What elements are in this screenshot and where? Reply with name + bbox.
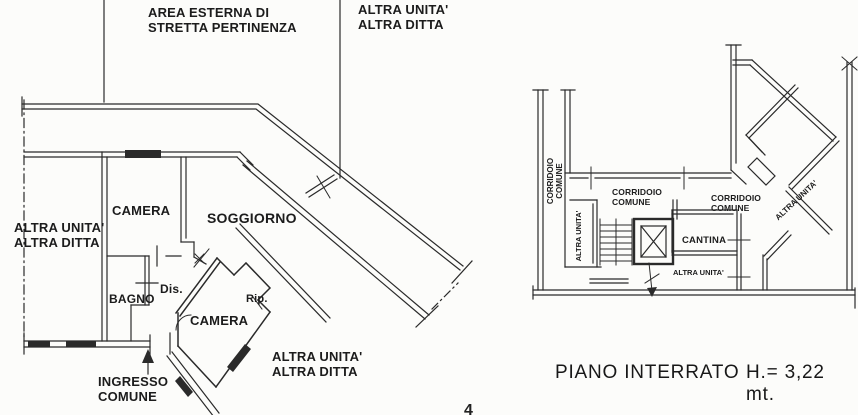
window-marker [66,341,96,347]
label-altra-unita-bottom: ALTRA UNITA' ALTRA DITTA [272,349,363,379]
entrance-arrow [142,349,154,375]
left-plan-walls [21,0,473,415]
caption-floor-height: H.= 3,22 mt. [746,362,825,405]
room-label-cantina: CANTINA [682,235,727,246]
label-corridoio-comune-vertical: CORRIDOIO COMUNE [546,157,564,205]
window-marker [175,376,193,397]
window-marker [28,341,50,347]
window-marker [227,344,251,372]
room-label-rip: Rip. [246,293,268,305]
label-altra-unita-vertical: ALTRA UNITA' [573,210,583,262]
caption-floor-title: PIANO INTERRATO [555,362,740,383]
room-label-soggiorno: SOGGIORNO [207,210,297,226]
room-label-camera-lower: CAMERA [190,313,249,328]
label-altra-unita-top: ALTRA UNITA' ALTRA DITTA [358,2,449,32]
door-swing-arc [175,314,192,331]
label-altra-unita-left: ALTRA UNITA' ALTRA DITTA [14,220,105,250]
label-corridoio-comune-2: CORRIDOIO COMUNE [711,193,762,213]
label-corridoio-comune-1: CORRIDOIO COMUNE [612,187,663,207]
label-altra-unita-small: ALTRA UNITA' [673,268,724,277]
door-marker [747,157,776,186]
staircase [599,218,633,266]
stairs-arrow [644,262,660,297]
room-label-bagno: BAGNO [109,292,155,306]
room-label-dis: Dis. [160,282,183,296]
label-ingresso-comune: INGRESSO COMUNE [98,374,169,404]
right-plan-walls [532,44,858,309]
label-area-esterna: AREA ESTERNA DI STRETTA PERTINENZA [148,5,297,35]
window-marker [125,150,161,158]
elevator-shaft [632,217,675,266]
page-number: 4 [464,402,473,415]
room-label-camera-upper: CAMERA [112,203,171,218]
